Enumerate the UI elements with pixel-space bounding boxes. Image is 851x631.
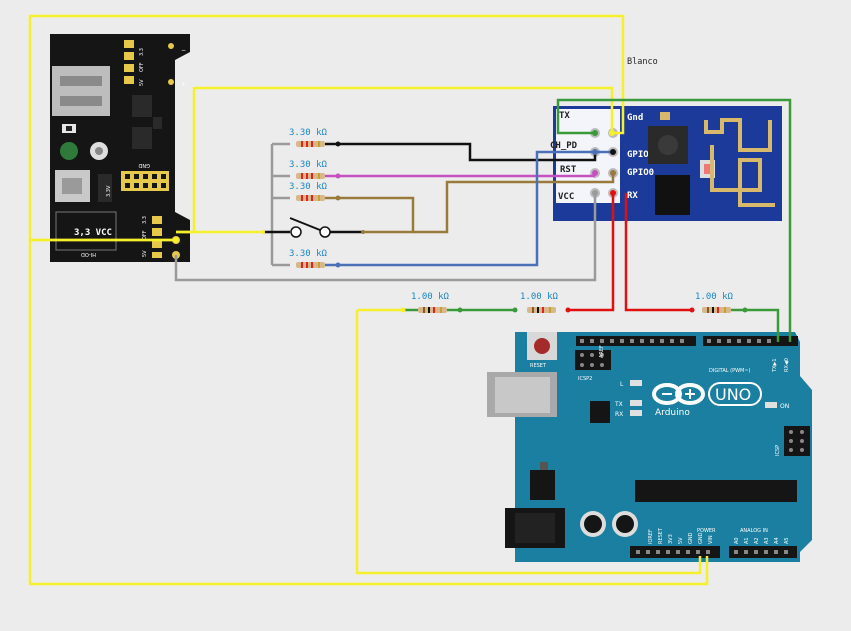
esp-chpd-label: CH_PD <box>550 141 578 151</box>
resistor-r7[interactable]: 1.00 kΩ <box>695 292 734 313</box>
icsp-label: ICSP <box>775 445 781 456</box>
analog-a5: A5 <box>784 537 790 544</box>
r1-value: 3.30 kΩ <box>289 128 328 138</box>
arduino-brand: Arduino <box>655 408 690 418</box>
analog-header[interactable] <box>729 546 797 558</box>
junction-dots <box>173 130 748 313</box>
esp-vcc-label: VCC <box>558 192 574 202</box>
wire-yellow-arduino-gnd[interactable] <box>355 310 702 575</box>
resistor-r6[interactable]: 1.00 kΩ <box>520 292 559 313</box>
led-tx-label: TX <box>614 401 623 408</box>
switch-lever[interactable] <box>289 217 326 233</box>
wire-blue-gpio2[interactable] <box>325 150 613 267</box>
switch-contact-a <box>290 226 302 238</box>
wire-brown-gpio0[interactable] <box>413 173 615 234</box>
power-pin-5v: 5V <box>678 537 684 544</box>
wire-black-chpd[interactable] <box>325 142 597 162</box>
aref-label: AREF <box>599 345 605 358</box>
usb-port-icon <box>52 66 110 116</box>
resistor-r3[interactable]: 3.30 kΩ <box>289 182 328 201</box>
top-plus-sign: + <box>181 81 186 88</box>
esp-gpio0-label: GPIO0 <box>627 168 654 178</box>
antenna-icon <box>704 118 775 207</box>
bottom-off-label: OFF <box>142 230 148 240</box>
power-led-icon <box>60 142 78 160</box>
esp-rst-label: RST <box>560 165 577 175</box>
resistor-r5[interactable]: 1.00 kΩ <box>411 292 450 313</box>
ioref-label: IOREF <box>648 529 654 544</box>
power-pin-reset: RESET <box>658 527 664 544</box>
wire-gray-bus[interactable] <box>270 142 290 267</box>
power-label: POWER <box>697 528 716 534</box>
atmega-chip-icon <box>635 480 797 502</box>
vcc-label: 3,3 VCC <box>74 228 112 238</box>
rx-pin-label: RX◀0 <box>784 358 790 372</box>
switch-contact-b <box>319 226 331 238</box>
led-rx-label: RX <box>615 411 623 418</box>
bottom-5v-label: 5V <box>142 250 148 257</box>
r7-value: 1.00 kΩ <box>695 292 734 302</box>
r4-value: 3.30 kΩ <box>289 249 328 259</box>
arduino-uno-board[interactable]: RESET ICSP2 L TX RX ON Arduino UNO <box>487 332 812 562</box>
power-pin-vin: VIN <box>708 535 714 544</box>
power-supply-module[interactable]: GND 5V OFF 3.3 − + 5V OFF 3.3 3,3 VCC HI… <box>50 34 190 262</box>
top-off-label: OFF <box>139 62 145 72</box>
wire-gray-vcc[interactable] <box>174 193 597 282</box>
power-pin-gnd2: GND <box>698 532 704 544</box>
analog-label: ANALOG IN <box>740 528 768 534</box>
r5-value: 1.00 kΩ <box>411 292 450 302</box>
r6-value: 1.00 kΩ <box>520 292 559 302</box>
top-3v3-label: 3.3 <box>139 48 145 56</box>
r3-value: 3.30 kΩ <box>289 182 328 192</box>
analog-a1: A1 <box>744 537 750 544</box>
digital-label: DIGITAL (PWM~) <box>709 368 751 374</box>
esp-gnd-label: Gnd <box>627 113 643 123</box>
wire-red-rx2[interactable] <box>624 193 692 312</box>
wire-red-rx1[interactable] <box>568 193 615 312</box>
esp-tx-label: TX <box>559 111 570 121</box>
analog-a0: A0 <box>734 537 740 544</box>
esp8266-module[interactable]: TX CH_PD RST VCC Gnd GPIO2 GPIO0 RX <box>550 106 782 221</box>
resistor-r1[interactable]: 3.30 kΩ <box>289 128 328 147</box>
r2-value: 3.30 kΩ <box>289 160 328 170</box>
wire-brown-switch[interactable] <box>325 196 415 234</box>
gnd-label: GND <box>138 162 150 168</box>
mid-3v3-label: 3.3V <box>106 185 112 197</box>
led-l-label: L <box>620 381 624 388</box>
bottom-jumper-header[interactable] <box>152 216 162 258</box>
power-pin-gnd1: GND <box>688 532 694 544</box>
esp-rx-label: RX <box>627 191 638 201</box>
power-header[interactable] <box>630 546 720 558</box>
top-minus-sign: − <box>181 47 186 54</box>
digital-header-left[interactable] <box>576 336 696 346</box>
bottom-3v3-label: 3.3 <box>142 216 148 224</box>
resistor-r4[interactable]: 3.30 kΩ <box>289 249 328 268</box>
top-jumper-header[interactable] <box>124 40 134 84</box>
on-label: ON <box>780 403 789 410</box>
wire-green-tx[interactable] <box>556 98 792 342</box>
arduino-model: UNO <box>715 385 751 404</box>
icsp2-label: ICSP2 <box>578 376 592 382</box>
analog-a3: A3 <box>764 537 770 544</box>
top-5v-label: 5V <box>139 79 145 86</box>
tx-pin-label: TX▶1 <box>772 358 778 373</box>
power-pin-3v3: 3V3 <box>668 534 674 544</box>
analog-a4: A4 <box>774 537 780 544</box>
wire-yellow-gnd[interactable] <box>28 238 709 586</box>
model-label: HI-OD <box>81 251 96 257</box>
wire-note: Blanco <box>627 57 658 67</box>
esp-gpio2-label: GPIO2 <box>627 150 654 160</box>
analog-a2: A2 <box>754 537 760 544</box>
reset-label: RESET <box>530 363 547 369</box>
resistor-r2[interactable]: 3.30 kΩ <box>289 160 328 179</box>
arduino-logo-icon <box>652 383 705 405</box>
